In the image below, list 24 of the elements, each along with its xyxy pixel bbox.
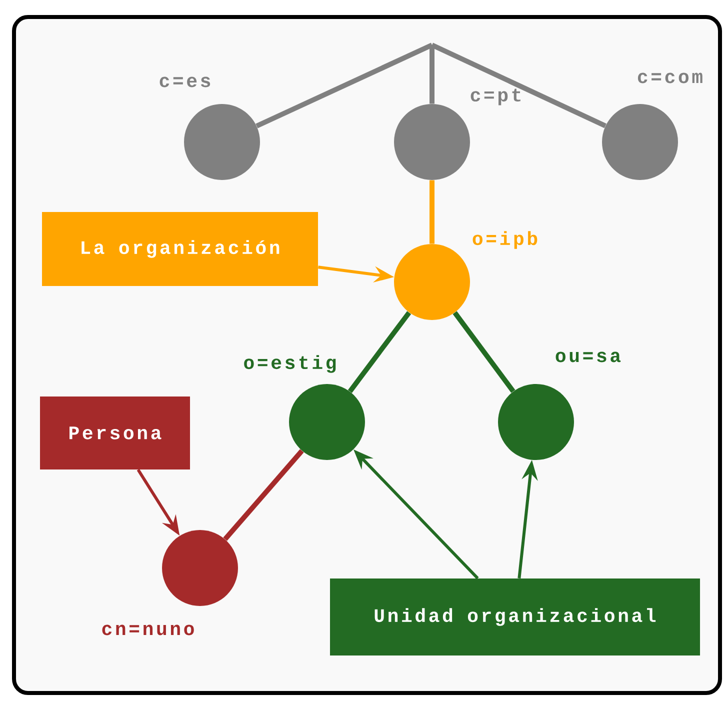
- node-label: cn=nuno: [102, 624, 194, 636]
- connector-line: [430, 42, 606, 128]
- node-label: ou=sa: [556, 352, 621, 362]
- connector-line: [256, 42, 434, 128]
- tree-node: [498, 384, 574, 460]
- tree-node: [394, 104, 470, 180]
- connector-line: [452, 311, 516, 393]
- node-label: c=pt: [470, 88, 520, 106]
- tree-node: [394, 244, 470, 320]
- tree-node: [184, 104, 260, 180]
- label-box: Persona: [40, 396, 190, 470]
- tree-node: [602, 104, 678, 180]
- label-box: La organización: [42, 212, 318, 286]
- connector-line: [430, 45, 434, 104]
- connector-line: [348, 311, 412, 393]
- node-label: c=com: [638, 72, 702, 84]
- tree-node: [162, 530, 238, 606]
- node-label: o=estig: [244, 355, 336, 373]
- connector-line: [223, 449, 304, 541]
- node-label: o=ipb: [472, 231, 538, 249]
- tree-node: [289, 384, 365, 460]
- connector-line: [430, 180, 434, 244]
- node-label: c=es: [160, 76, 210, 88]
- label-box: Unidad organizacional: [330, 578, 700, 656]
